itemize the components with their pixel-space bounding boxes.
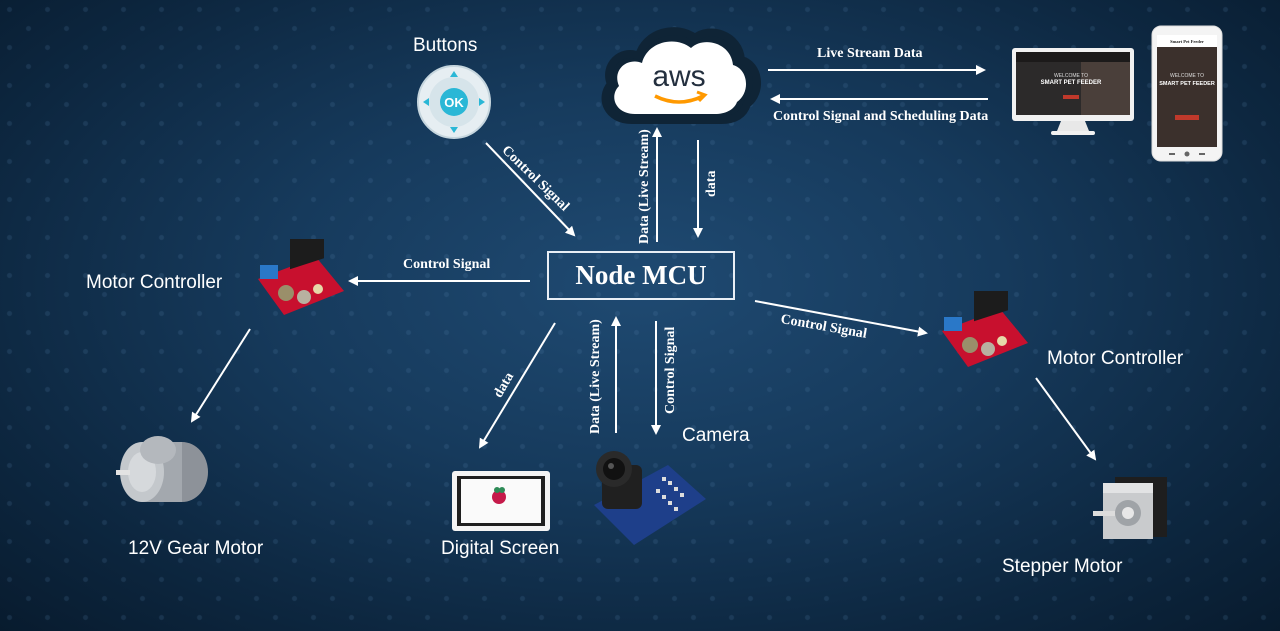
dpad-buttons-icon: OK [417, 65, 491, 139]
edge-camera-control: Control Signal [663, 326, 678, 414]
motor-controller-right-label: Motor Controller [1047, 348, 1184, 369]
stepper-motor-icon [1093, 477, 1167, 539]
edge-data-down: data [704, 170, 719, 197]
digital-screen-icon [452, 471, 550, 531]
motor-controller-left-icon [258, 239, 344, 315]
arrow-mcu-to-screen [478, 322, 556, 449]
ok-button-text: OK [444, 95, 464, 110]
gear-motor-label: 12V Gear Motor [128, 538, 264, 559]
edge-control-scheduling: Control Signal and Scheduling Data [773, 109, 989, 124]
edge-live-stream-data: Live Stream Data [817, 46, 923, 61]
edge-data-live-stream-up: Data (Live Stream) [637, 129, 652, 244]
monitor-app-welcome: WELCOME TO [1054, 73, 1088, 79]
arrow-left-controller-to-gear [190, 328, 251, 423]
camera-label: Camera [682, 425, 750, 446]
arrow-mcu-to-right-controller [754, 300, 928, 337]
phone-device-icon: Smart Pet Feeder WELCOME TO SMART PET FE… [1151, 25, 1223, 162]
buttons-label: Buttons [413, 35, 478, 56]
monitor-app-name: SMART PET FEEDER [1041, 80, 1102, 86]
node-mcu-box: Node MCU [547, 251, 735, 300]
edge-camera-data: Data (Live Stream) [588, 319, 603, 434]
stepper-motor-label: Stepper Motor [1002, 556, 1123, 577]
digital-screen-label: Digital Screen [441, 538, 560, 559]
phone-app-name: SMART PET FEEDER [1159, 81, 1215, 87]
arrow-right-controller-to-stepper [1035, 377, 1097, 461]
motor-controller-left-label: Motor Controller [86, 272, 223, 293]
aws-cloud-icon: aws [601, 27, 761, 124]
edge-left-control: Control Signal [403, 257, 491, 272]
aws-logo-text: aws [652, 60, 705, 93]
phone-app-welcome: WELCOME TO [1170, 73, 1204, 79]
motor-controller-right-icon [942, 291, 1028, 367]
arrow-buttons-to-mcu [485, 142, 576, 237]
phone-app-title: Smart Pet Feeder [1170, 39, 1204, 44]
monitor-device-icon: WELCOME TO SMART PET FEEDER [1012, 48, 1134, 135]
gear-motor-icon [116, 436, 208, 502]
camera-module-icon [594, 451, 706, 545]
